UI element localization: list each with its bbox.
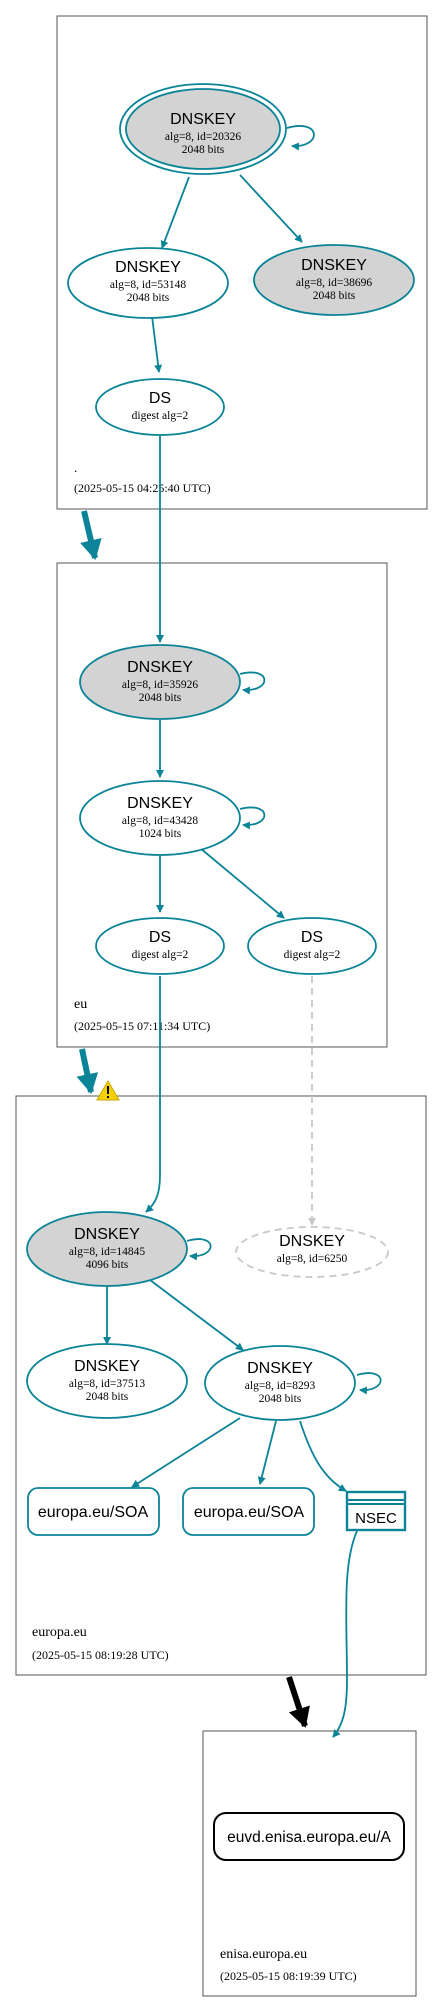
delegation-arrow-eu-europa: [76, 1048, 99, 1094]
node-detail: digest alg=2: [284, 949, 341, 961]
zone-timestamp-enisa: (2025-05-15 08:19:39 UTC): [220, 1969, 357, 1983]
node-title: DNSKEY: [127, 795, 193, 812]
node-detail: 2048 bits: [86, 1391, 129, 1403]
node-europa-soa-2[interactable]: europa.eu/SOA: [182, 1487, 315, 1536]
node-detail: alg=8, id=38696: [296, 277, 372, 289]
node-title: DNSKEY: [74, 1226, 140, 1243]
node-detail: 2048 bits: [259, 1393, 302, 1405]
node-europa-soa-1[interactable]: europa.eu/SOA: [27, 1487, 160, 1536]
node-europa-ksk[interactable]: DNSKEY alg=8, id=14845 4096 bits: [26, 1211, 188, 1287]
edge-europa-zsk2-self: [356, 1372, 382, 1395]
zone-name-eu: eu: [74, 997, 87, 1012]
zone-box-eu: [56, 562, 388, 1048]
node-europa-missing-dnskey[interactable]: DNSKEY alg=8, id=6250: [235, 1226, 389, 1278]
edges: [103, 125, 382, 1738]
node-detail: alg=8, id=37513: [69, 1378, 145, 1390]
node-title: europa.eu/SOA: [38, 1504, 149, 1521]
node-europa-zsk-8293[interactable]: DNSKEY alg=8, id=8293 2048 bits: [204, 1345, 356, 1421]
edge-europa-zsk2-nsec: [299, 1420, 347, 1492]
node-enisa-a-record[interactable]: euvd.enisa.europa.eu/A: [213, 1812, 405, 1861]
node-detail: digest alg=2: [132, 949, 189, 961]
node-detail: alg=8, id=8293: [245, 1380, 316, 1392]
node-detail: alg=8, id=20326: [165, 131, 241, 143]
zone-name-europa: europa.eu: [32, 1625, 87, 1640]
node-detail: 2048 bits: [127, 292, 170, 304]
node-eu-zsk[interactable]: DNSKEY alg=8, id=43428 1024 bits: [79, 780, 241, 856]
node-eu-ds-1[interactable]: DS digest alg=2: [95, 917, 225, 975]
node-detail: alg=8, id=43428: [122, 815, 198, 827]
zone-timestamp-europa: (2025-05-15 08:19:28 UTC): [32, 1648, 169, 1662]
delegation-arrow-root-eu: [80, 510, 102, 560]
node-title: DS: [149, 929, 171, 946]
node-title: DNSKEY: [247, 1360, 313, 1377]
edge-europa-ksk-self: [186, 1238, 212, 1261]
node-europa-nsec[interactable]: NSEC: [345, 1490, 407, 1532]
node-detail: 2048 bits: [313, 290, 356, 302]
zone-name-enisa: enisa.europa.eu: [220, 1947, 307, 1962]
edge-eu-ds1-europa-ksk: [145, 976, 161, 1213]
node-detail: alg=8, id=53148: [110, 279, 186, 291]
node-title: DNSKEY: [127, 659, 193, 676]
warning-icon[interactable]: [96, 1080, 120, 1101]
node-root-ds[interactable]: DS digest alg=2: [95, 378, 225, 436]
node-title: DNSKEY: [301, 257, 367, 274]
zone-name-root: .: [74, 460, 77, 475]
node-title: DNSKEY: [74, 1358, 140, 1375]
zone-box-root: [56, 15, 428, 510]
edge-root-zsk1-ds: [151, 315, 163, 373]
edge-eu-zsk-ds2: [199, 847, 285, 919]
zone-timestamp-eu: (2025-05-15 07:11:34 UTC): [74, 1019, 210, 1033]
node-eu-ds-2[interactable]: DS digest alg=2: [247, 917, 377, 975]
node-title: DS: [149, 390, 171, 407]
node-detail: 4096 bits: [86, 1259, 129, 1271]
zone-box-enisa: [202, 1730, 417, 1997]
node-detail: digest alg=2: [132, 410, 189, 422]
edge-eu-ksk-self: [239, 671, 266, 695]
edge-nsec-enisa: [332, 1530, 358, 1738]
edge-europa-zsk2-soa1: [131, 1417, 241, 1488]
node-title: europa.eu/SOA: [194, 1504, 305, 1521]
edge-europa-zsk2-soa2: [257, 1420, 277, 1485]
node-detail: 2048 bits: [139, 692, 182, 704]
node-detail: alg=8, id=35926: [122, 679, 198, 691]
node-root-zsk-38696[interactable]: DNSKEY alg=8, id=38696 2048 bits: [253, 244, 415, 316]
node-title: DNSKEY: [279, 1233, 345, 1250]
edge-root-ksk-zsk2: [239, 174, 303, 243]
zone-box-europa: [15, 1095, 427, 1676]
zone-timestamp-root: (2025-05-15 04:25:40 UTC): [74, 481, 211, 495]
node-title: DS: [301, 929, 323, 946]
delegation-arrow-europa-enisa: [286, 1676, 310, 1728]
node-root-ksk[interactable]: DNSKEY alg=8, id=20326 2048 bits: [119, 83, 287, 175]
node-eu-ksk[interactable]: DNSKEY alg=8, id=35926 2048 bits: [79, 644, 241, 720]
node-detail: alg=8, id=14845: [69, 1246, 145, 1258]
edge-root-ksk-self: [286, 125, 315, 151]
node-detail: 2048 bits: [182, 144, 225, 156]
node-europa-zsk-37513[interactable]: DNSKEY alg=8, id=37513 2048 bits: [26, 1343, 188, 1419]
edge-europa-ksk-zsk2: [149, 1279, 244, 1351]
node-title: DNSKEY: [115, 259, 181, 276]
node-title: DNSKEY: [170, 111, 236, 128]
node-root-zsk-53148[interactable]: DNSKEY alg=8, id=53148 2048 bits: [67, 247, 229, 319]
node-title: euvd.enisa.europa.eu/A: [227, 1829, 391, 1846]
node-detail: alg=8, id=6250: [277, 1253, 348, 1265]
node-title: NSEC: [355, 1510, 397, 1527]
edge-root-ksk-zsk1: [160, 176, 190, 249]
edge-eu-zsk-self: [239, 806, 266, 830]
node-detail: 1024 bits: [139, 828, 182, 840]
